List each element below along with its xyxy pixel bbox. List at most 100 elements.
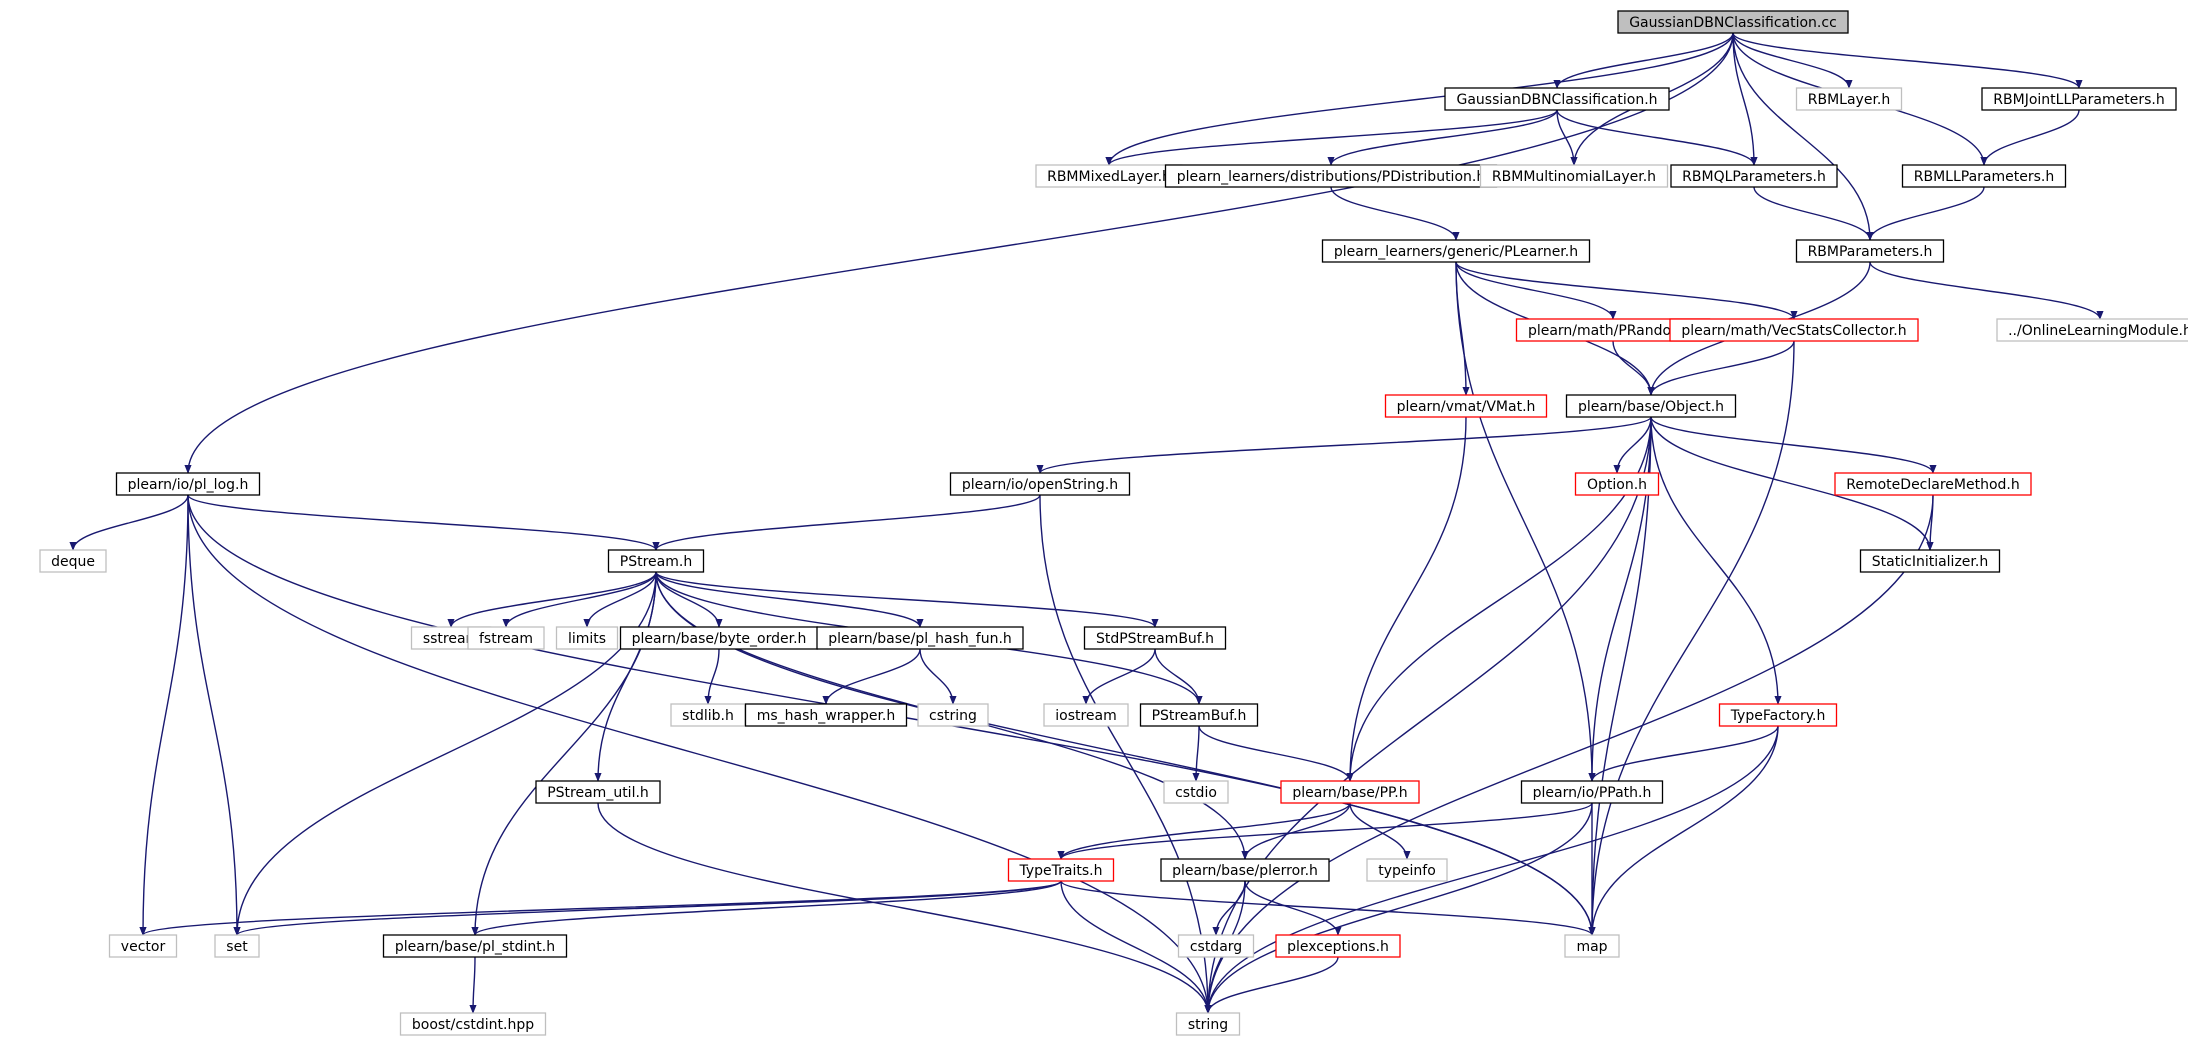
node-label: vector [121,939,166,955]
node-label: typeinfo [1378,863,1436,879]
node-label: RBMParameters.h [1808,244,1933,260]
edge-n11-to-n15 [1612,340,1655,396]
edge-n7-to-n10 [1753,186,1874,241]
node-label: plearn/io/openString.h [962,477,1118,493]
node-box [1834,472,2032,496]
node-plearn-io-pl-log-h[interactable]: plearn/io/pl_log.h [115,472,261,496]
node-string: string [1175,1012,1241,1036]
node-plexceptions-h[interactable]: plexceptions.h [1275,934,1401,958]
node-pstream-h[interactable]: PStream.h [607,549,705,573]
node-typefactory-h[interactable]: TypeFactory.h [1718,703,1838,727]
node-plearn-vmat-vmat-h[interactable]: plearn/vmat/VMat.h [1384,394,1548,418]
node-pstream-util-h[interactable]: PStream_util.h [535,780,661,804]
edge-n1-to-n7 [1556,109,1758,166]
edge-n14-to-n37 [1346,416,1467,782]
node-ms-hash-wrapper-h[interactable]: ms_hash_wrapper.h [744,703,908,727]
edge-n15-to-n46 [1588,416,1652,936]
edge-n47-to-n49 [1204,956,1339,1014]
node-plearn-learners-distributions-pdistribution-h[interactable]: plearn_learners/distributions/PDistribut… [1164,164,1498,188]
node-label: GaussianDBNClassification.h [1456,92,1657,108]
node-label: StdPStreamBuf.h [1096,631,1214,647]
node-plearn-learners-generic-plearner-h[interactable]: plearn_learners/generic/PLearner.h [1321,239,1591,263]
node-pstreambuf-h[interactable]: PStreamBuf.h [1139,703,1259,727]
edge-n36-to-n49 [597,802,1212,1014]
node-map: map [1564,934,1620,958]
node-label: plearn/math/PRandom.h [1528,323,1698,339]
node-iostream: iostream [1043,703,1129,727]
node-box [1520,780,1664,804]
node-label: PStream.h [620,554,692,570]
edge-n19-to-n49 [1204,494,1934,1014]
node-box [214,934,260,958]
node-plearn-math-prandom-h[interactable]: plearn/math/PRandom.h [1515,318,1711,342]
node-label: plearn/base/PP.h [1292,785,1407,801]
node-box [949,472,1131,496]
node-typeinfo: typeinfo [1366,858,1448,882]
node-plearn-base-plerror-h[interactable]: plearn/base/plerror.h [1160,858,1330,882]
node-box [1083,626,1227,650]
node-label: plexceptions.h [1287,939,1389,955]
node-rbmqlparameters-h[interactable]: RBMQLParameters.h [1670,164,1838,188]
node-rbmmultinomiallayer-h: RBMMultinomialLayer.h [1479,164,1669,188]
edge-n0-to-n16 [184,32,1734,474]
edge-n15-to-n18 [1613,416,1652,474]
edge-n12-to-n15 [1647,340,1795,396]
node-label: iostream [1055,708,1117,724]
edge-n21-to-n28 [655,571,1159,628]
edge-n39-to-n43 [233,880,1062,936]
edge-n15-to-n17 [1036,416,1652,474]
node-plearn-base-object-h[interactable]: plearn/base/Object.h [1565,394,1737,418]
node-rbmparameters-h[interactable]: RBMParameters.h [1795,239,1945,263]
node-plearn-base-pl-stdint-h[interactable]: plearn/base/pl_stdint.h [382,934,568,958]
node-set: set [214,934,260,958]
node-option-h[interactable]: Option.h [1574,472,1660,496]
node-box [1996,318,2188,342]
node-box [1859,549,2001,573]
edge-n1-to-n6 [1556,109,1578,166]
node-remotedeclaremethod-h[interactable]: RemoteDeclareMethod.h [1834,472,2032,496]
edge-n38-to-n49 [1204,802,1593,1014]
node-box [744,703,908,727]
node-staticinitializer-h[interactable]: StaticInitializer.h [1859,549,2001,573]
node-stdlib-h: stdlib.h [670,703,746,727]
node-label: plearn/math/VecStatsCollector.h [1681,323,1906,339]
edge-n26-to-n29 [704,648,720,705]
edge-n16-to-n42 [139,494,189,936]
node-gaussiandbnclassification-h[interactable]: GaussianDBNClassification.h [1444,87,1670,111]
node-label: cstdio [1175,785,1217,801]
node-gaussiandbnclassification-cc[interactable]: GaussianDBNClassification.cc [1617,10,1849,34]
node-label: sstream [423,631,479,647]
node-box [382,934,568,958]
node-plearn-io-openstring-h[interactable]: plearn/io/openString.h [949,472,1131,496]
edge-n21-to-n25 [583,571,657,628]
node-box [1901,164,2067,188]
node-box [1007,858,1115,882]
node-box [535,780,661,804]
edge-n40-to-n47 [1244,880,1342,936]
edge-n12-to-n46 [1588,340,1795,936]
node-plearn-base-byte-order-h[interactable]: plearn/base/byte_order.h [619,626,819,650]
node-stdpstreambuf-h[interactable]: StdPStreamBuf.h [1083,626,1227,650]
node-box [1275,934,1401,958]
node-label: RBMLLParameters.h [1914,169,2054,185]
node-plearn-base-pl-hash-fun-h[interactable]: plearn/base/pl_hash_fun.h [816,626,1024,650]
node-box [39,549,107,573]
edge-n0-to-n10 [1732,32,1874,241]
node-plearn-io-ppath-h[interactable]: plearn/io/PPath.h [1520,780,1664,804]
node-box [1321,239,1591,263]
node-label: plearn/io/PPath.h [1533,785,1652,801]
node-label: ms_hash_wrapper.h [757,708,896,724]
node-plearn-math-vecstatscollector-h[interactable]: plearn/math/VecStatsCollector.h [1669,318,1919,342]
node-typetraits-h[interactable]: TypeTraits.h [1007,858,1115,882]
edge-n44-to-n48 [469,956,477,1014]
node-rbmjointllparameters-h[interactable]: RBMJointLLParameters.h [1981,87,2177,111]
node-plearn-base-pp-h[interactable]: plearn/base/PP.h [1280,780,1420,804]
edge-n39-to-n49 [1060,880,1212,1014]
node-rbmllparameters-h[interactable]: RBMLLParameters.h [1901,164,2067,188]
edge-n1-to-n4 [1105,109,1558,166]
edge-n16-to-n21 [187,494,660,551]
node-label: GaussianDBNClassification.cc [1629,15,1837,31]
edge-n21-to-n23 [447,571,657,628]
node-box [1139,703,1259,727]
edge-n10-to-n13 [1869,261,2104,320]
